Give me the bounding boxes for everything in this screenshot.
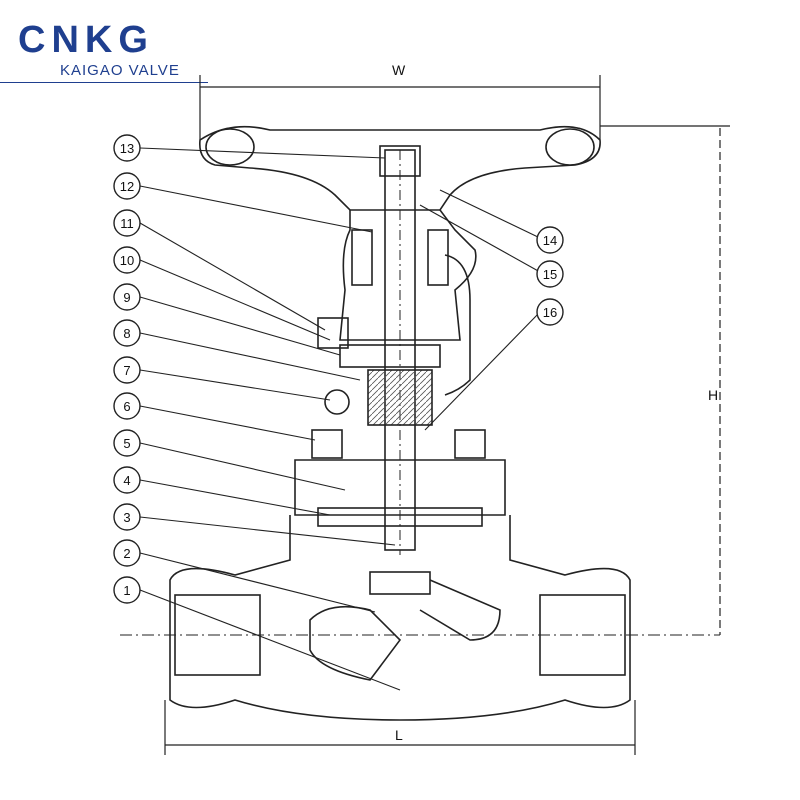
callout-label-12: 12	[120, 179, 134, 194]
leader-13	[139, 147, 386, 159]
leader-11	[139, 222, 326, 331]
callout-label-3: 3	[123, 510, 130, 525]
disc-nut	[369, 571, 431, 595]
callout-label-8: 8	[123, 326, 130, 341]
callout-15	[536, 260, 564, 288]
callout-6	[113, 392, 141, 420]
callout-label-14: 14	[543, 233, 557, 248]
valve-body	[169, 515, 631, 721]
callout-label-13: 13	[120, 141, 134, 156]
gland-flange	[339, 344, 441, 368]
callout-label-5: 5	[123, 436, 130, 451]
dim-label-l: L	[395, 727, 403, 743]
callout-8	[113, 319, 141, 347]
leader-4	[139, 479, 331, 516]
valve-drawing	[120, 125, 720, 721]
handwheel	[198, 125, 601, 211]
dim-label-w: W	[392, 62, 406, 78]
callout-16	[536, 298, 564, 326]
bonnet-bolt-right	[454, 429, 486, 459]
callout-label-6: 6	[123, 399, 130, 414]
leader-16	[424, 311, 541, 431]
callout-label-9: 9	[123, 290, 130, 305]
leader-6	[139, 405, 316, 441]
packing	[367, 369, 433, 426]
handwheel-right-hub	[545, 128, 595, 166]
eyebolt	[324, 389, 350, 415]
brand-name: CNKG	[18, 19, 154, 61]
gland-nut	[317, 317, 349, 349]
yoke-arm	[444, 254, 471, 396]
callout-1	[113, 576, 141, 604]
handwheel-left-hub	[205, 128, 255, 166]
callout-2	[113, 539, 141, 567]
callout-label-2: 2	[123, 546, 130, 561]
callout-13	[113, 134, 141, 162]
brand-subtitle: KAIGAO VALVE	[60, 62, 180, 79]
bonnet	[294, 459, 506, 516]
callout-7	[113, 356, 141, 384]
callout-label-10: 10	[120, 253, 134, 268]
leader-5	[139, 442, 346, 491]
brand-underline	[0, 82, 208, 83]
dim-label-h: H	[708, 387, 718, 403]
gasket	[317, 507, 483, 527]
leader-2	[139, 552, 376, 613]
leader-1	[139, 589, 401, 691]
yoke-nut-right	[427, 229, 449, 286]
callout-label-7: 7	[123, 363, 130, 378]
leader-15	[419, 204, 541, 273]
leader-9	[139, 296, 341, 356]
dimension-lines	[164, 75, 730, 755]
callout-5	[113, 429, 141, 457]
callout-10	[113, 246, 141, 274]
brand-logo: CNKG KAIGAO VALVE	[18, 20, 228, 79]
callout-label-4: 4	[123, 473, 130, 488]
callout-3	[113, 503, 141, 531]
callout-label-11: 11	[120, 216, 134, 231]
leader-lines	[139, 147, 541, 691]
leader-3	[139, 516, 396, 546]
yoke-nut-left	[351, 229, 373, 286]
callout-12	[113, 172, 141, 200]
callout-label-1: 1	[123, 583, 130, 598]
valve-seat	[419, 579, 501, 641]
callout-label-15: 15	[543, 267, 557, 282]
callout-bubbles	[113, 134, 564, 604]
leader-14	[439, 189, 541, 239]
leader-8	[139, 332, 361, 381]
callout-labels: 13 12 11 10 9 8 7 6 5 4 3 2 1 14 15 16	[120, 141, 557, 598]
callout-label-16: 16	[543, 305, 557, 320]
bonnet-bolt-left	[311, 429, 343, 459]
leader-7	[139, 369, 331, 401]
callout-14	[536, 226, 564, 254]
callout-4	[113, 466, 141, 494]
valve-disc	[309, 605, 402, 681]
leader-12	[139, 185, 373, 233]
callout-9	[113, 283, 141, 311]
yoke	[339, 209, 477, 341]
leader-10	[139, 259, 331, 341]
callout-11	[113, 209, 141, 237]
